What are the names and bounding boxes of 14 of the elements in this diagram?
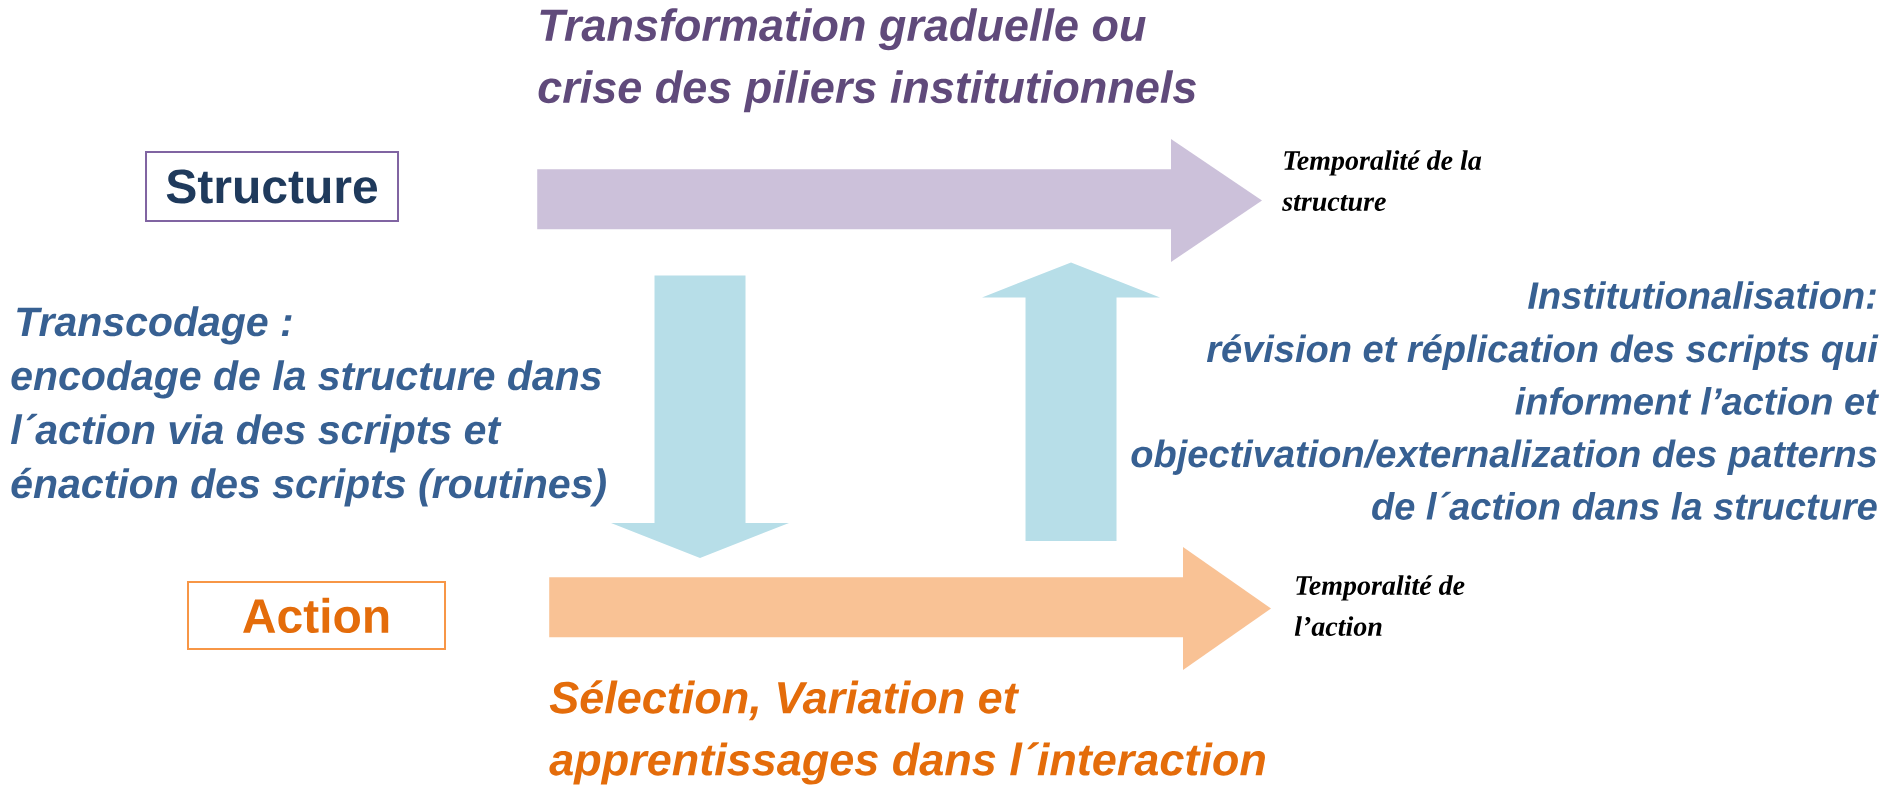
block-arrow: [611, 275, 789, 558]
annotation-text: Institutionalisation:: [1528, 281, 1876, 310]
label-box: Structure: [145, 151, 399, 222]
label-box: Action: [187, 581, 446, 650]
axis-caption: Temporalité de l’action: [1294, 575, 1465, 636]
annotation-text: encodage de la structure dans l´action via des scripts et énaction des scripts (routines): [10, 360, 606, 507]
heading-text: Sélection, Variation et apprentissages dans l´interaction: [549, 680, 1265, 785]
annotation-text: Transcodage :: [17, 306, 292, 345]
heading-text: Transformation graduelle ou crise des piliers institutionnels: [538, 8, 1196, 113]
block-arrow: [549, 547, 1271, 670]
annotation-text: révision et réplication des scripts qui informent l’action et objectivation/externalization des patterns de l´action dans la structure: [1131, 334, 1880, 520]
block-arrow: [982, 262, 1160, 541]
block-arrow: [537, 139, 1262, 262]
axis-caption: Temporalité de la structure: [1282, 150, 1482, 211]
